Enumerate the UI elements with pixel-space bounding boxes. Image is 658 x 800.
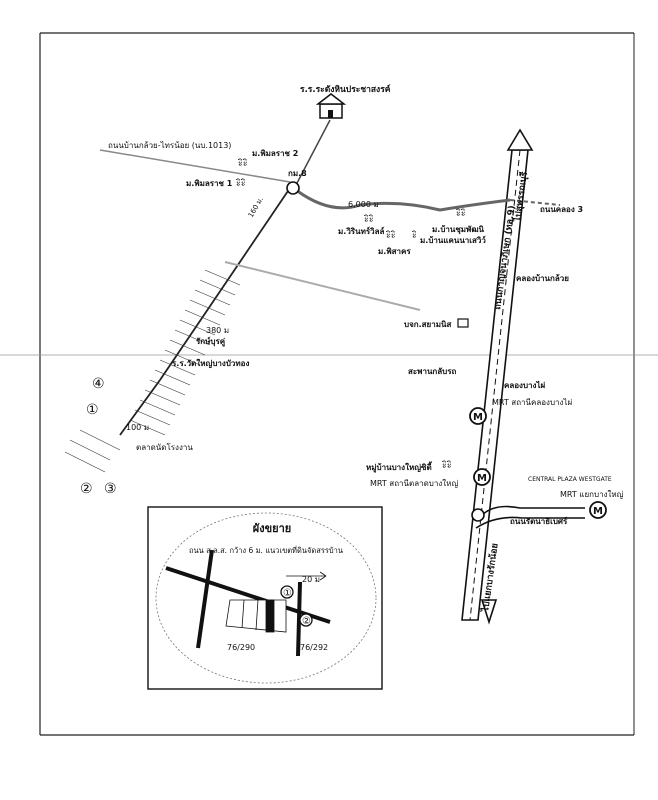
mrt-bangphai-icon: M bbox=[469, 407, 487, 425]
inset-plot-right: 76/292 bbox=[300, 643, 328, 652]
label-dist-380: 380 ม bbox=[206, 326, 229, 335]
label-road-left: ถนนบ้านกล้วย-ไทรน้อย (นบ.1013) bbox=[108, 141, 231, 150]
subdivision-alleys bbox=[64, 269, 241, 473]
school-building-icon bbox=[315, 93, 347, 119]
inset-dist: 20 ม bbox=[302, 575, 320, 584]
inset-panel: ผังขยาย ถนน ส.ล.ส. กว้าง 6 ม. แนวเขตที่ด… bbox=[147, 506, 383, 690]
label-school-top: ร.ร.ระดังหินประชาสงรค์ bbox=[300, 84, 391, 95]
mrt-talad-icon: M bbox=[473, 468, 491, 486]
label-station-talad: MRT สถานีตลาดบางใหญ่ bbox=[370, 479, 458, 488]
inset-title: ผังขยาย bbox=[253, 522, 291, 535]
inset-subtitle: ถนน ส.ล.ส. กว้าง 6 ม. แนวเขตที่ดินจัดสรร… bbox=[189, 545, 343, 555]
inset-marker-1: ① bbox=[280, 585, 294, 599]
svg-text:ะิะิ: ะิะิ bbox=[236, 178, 246, 189]
svg-text:ะิะิ: ะิะิ bbox=[386, 230, 396, 241]
map-frame bbox=[0, 32, 658, 736]
marker-4: ④ bbox=[92, 376, 105, 392]
svg-text:ะิะิ: ะิะิ bbox=[456, 208, 466, 219]
marker-3: ③ bbox=[104, 481, 117, 497]
road-nb1013 bbox=[99, 149, 291, 183]
label-banburi: ม.บ้านชุมพัฒนิ bbox=[432, 224, 485, 235]
road-school bbox=[295, 119, 331, 186]
road-bridge bbox=[224, 261, 421, 311]
arrow-down-icon bbox=[480, 599, 498, 625]
svg-text:M: M bbox=[593, 506, 603, 517]
svg-text:ะิะิ: ะิะิ bbox=[238, 158, 248, 169]
svg-text:ะิะิ: ะิะิ bbox=[364, 214, 374, 225]
arrow-up-icon bbox=[506, 128, 534, 151]
label-km8: กม.8 bbox=[288, 169, 307, 178]
svg-text:M: M bbox=[473, 412, 483, 423]
label-dist-160: 160 ม. bbox=[247, 196, 265, 219]
label-virinvilla: ม.วิรินทร์วิลล์ bbox=[338, 226, 385, 236]
label-pimlada1: ม.พิมลราช 1 bbox=[186, 179, 233, 188]
circle-markers: ① ② ③ ④ bbox=[80, 376, 117, 497]
label-village-banyai: หมู่บ้านบางใหญ่ซิตี้ bbox=[366, 461, 433, 473]
svg-text:①: ① bbox=[283, 588, 292, 599]
label-canal3: ถนนคลอง 3 bbox=[540, 205, 583, 214]
label-company: บจก.สยามนิส bbox=[404, 320, 451, 329]
marker-1: ① bbox=[86, 402, 99, 418]
company-icon bbox=[457, 318, 469, 328]
inset-marker-2: ② bbox=[299, 613, 313, 627]
label-station-yaek: MRT แยกบางใหญ่ bbox=[560, 490, 624, 499]
label-bankhae: ม.บ้านแคนนาเสวิว์ bbox=[420, 235, 486, 245]
label-bridge: สะพานกลับรถ bbox=[408, 367, 457, 376]
svg-text:ะิ: ะิ bbox=[412, 230, 417, 241]
junction-circle-icon bbox=[286, 181, 300, 195]
label-ratchaphruek: ถนนรัตนาธิเบศร์ bbox=[510, 516, 568, 526]
label-school-mid: รักษ์บุรคู่ bbox=[196, 336, 225, 347]
label-station-bangphai: MRT สถานีคลองบางไผ่ bbox=[492, 398, 572, 407]
svg-text:ะิะิ: ะิะิ bbox=[442, 460, 452, 471]
label-dist-100: 100 ม bbox=[126, 423, 149, 432]
svg-text:M: M bbox=[477, 473, 487, 484]
label-canal-bangphai: คลองบางไผ่ bbox=[504, 380, 545, 390]
mrt-yaek-icon: M bbox=[589, 501, 607, 519]
highway-kanchanaphisek bbox=[461, 128, 534, 625]
label-mall: CENTRAL PLAZA WESTGATE bbox=[528, 476, 612, 483]
svg-text:②: ② bbox=[302, 616, 311, 627]
inset-plot-left: 76/290 bbox=[227, 643, 255, 652]
ramp-ratchaphruek bbox=[471, 505, 585, 529]
label-canal-bankruai: คลองบ้านกล้วย bbox=[516, 273, 569, 283]
label-pimlada2: ม.พิมลราช 2 bbox=[252, 149, 298, 158]
label-pisaco: ม.พิสาคร bbox=[378, 247, 411, 256]
village-house-icons: ะิะิ ะิะิ ะิะิ ะิะิ ะิ ะิะิ ะิะิ bbox=[236, 158, 466, 471]
label-market: ตลาดนัดโรงงาน bbox=[136, 442, 193, 452]
label-school-low: ร.ร.วัดใหญ่บางบัวทอง bbox=[172, 358, 249, 369]
marker-2: ② bbox=[80, 481, 93, 497]
road-southwest bbox=[119, 187, 291, 436]
road-to-highway bbox=[295, 188, 561, 212]
label-dist-6000: 6,000 ม bbox=[348, 200, 379, 209]
